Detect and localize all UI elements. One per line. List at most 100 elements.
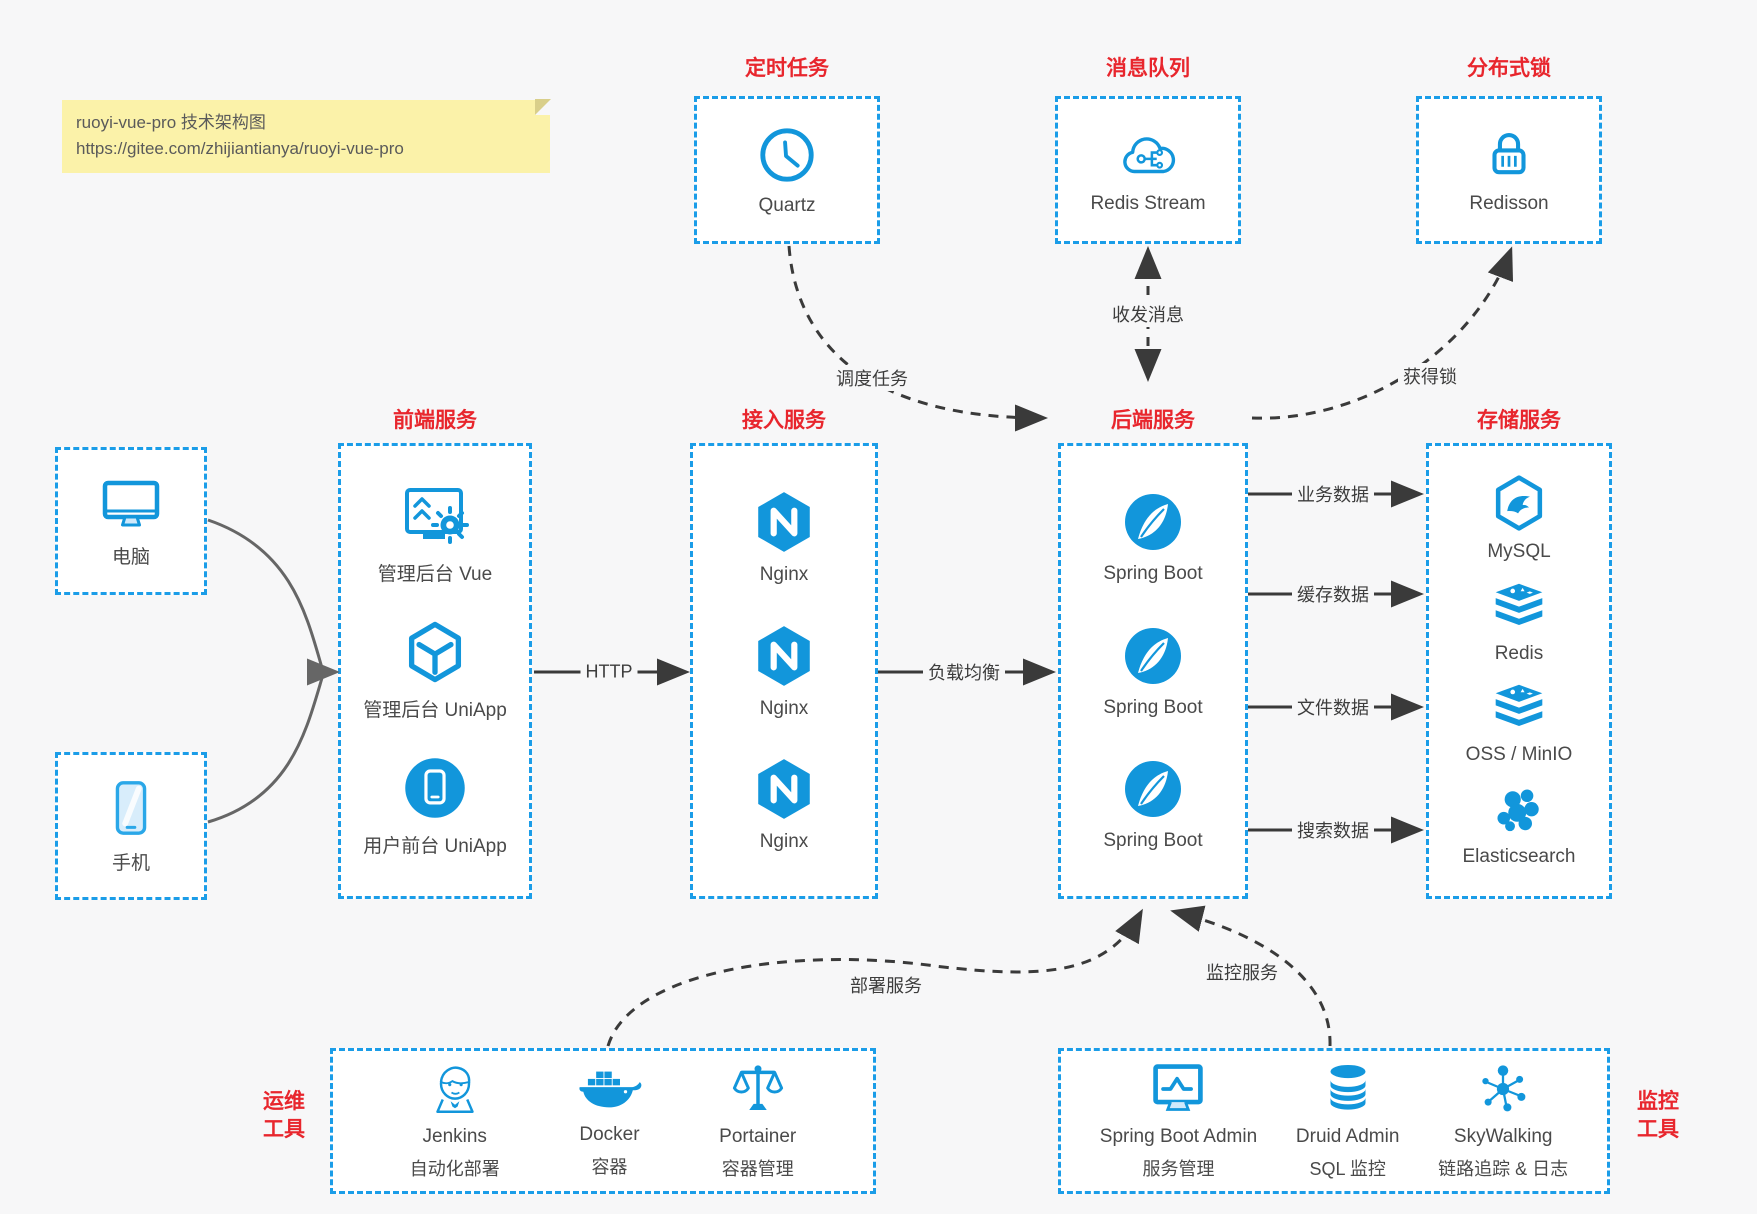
network-icon: [1482, 1065, 1526, 1112]
node-label: Spring Boot Admin: [1099, 1126, 1258, 1147]
box-monitor-tools[interactable]: Spring Boot Admin 服务管理 Druid Admin SQL 监…: [1058, 1048, 1610, 1194]
edge-label-message: 收发消息: [1107, 301, 1189, 327]
node-skywalking[interactable]: SkyWalking 链路追踪 & 日志: [1438, 1061, 1568, 1181]
node-label: Spring Boot: [1103, 696, 1203, 718]
edge-label-load-balance: 负载均衡: [923, 659, 1005, 685]
node-label: 电脑: [111, 547, 150, 568]
node-springboot-admin[interactable]: Spring Boot Admin 服务管理: [1100, 1061, 1257, 1181]
group-title-gateway: 接入服务: [742, 409, 826, 432]
node-label: Portainer: [719, 1126, 797, 1147]
admin-monitor-icon: [1153, 1064, 1204, 1111]
edge-label-deploy: 部署服务: [845, 972, 927, 998]
node-portainer[interactable]: Portainer 容器管理: [719, 1061, 796, 1181]
box-frontend[interactable]: 管理后台 Vue 管理后台 UniApp 用户前台 UniApp: [338, 443, 532, 899]
note-url: https://gitee.com/zhijiantianya/ruoyi-vu…: [76, 139, 404, 159]
group-title-backend: 后端服务: [1111, 409, 1195, 432]
node-label: SkyWalking: [1453, 1126, 1553, 1147]
node-redis[interactable]: Redis: [1490, 582, 1548, 665]
node-label: Redis: [1494, 642, 1544, 664]
spring-boot-icon: [1124, 627, 1181, 684]
edge-phone-frontend: [207, 677, 324, 824]
node-label: Redisson: [1469, 192, 1549, 214]
node-admin-uniapp[interactable]: 管理后台 UniApp: [363, 618, 507, 722]
node-sublabel: 服务管理: [1142, 1159, 1215, 1179]
node-label: Nginx: [759, 831, 809, 853]
edge-label-acquire-lock: 获得锁: [1398, 363, 1462, 389]
node-label: 管理后台 Vue: [377, 564, 493, 585]
note-title: ruoyi-vue-pro 技术架构图: [76, 113, 266, 132]
box-storage[interactable]: MySQL Redis: [1426, 443, 1612, 899]
admin-vue-icon: [404, 488, 469, 544]
node-label: Jenkins: [422, 1126, 487, 1147]
node-nginx-3[interactable]: Nginx: [751, 756, 817, 853]
box-quartz[interactable]: Quartz: [694, 96, 880, 244]
nginx-icon: [758, 625, 810, 686]
group-title-frontend: 前端服务: [393, 409, 477, 432]
node-sublabel: 容器: [591, 1157, 628, 1177]
spring-boot-icon: [1124, 494, 1181, 551]
redis-icon: [1495, 583, 1543, 625]
node-label: 用户前台 UniApp: [363, 836, 507, 857]
node-springboot-3[interactable]: Spring Boot: [1103, 757, 1203, 852]
node-label: MySQL: [1487, 541, 1551, 563]
jenkins-icon: [435, 1066, 474, 1113]
sticky-note: ruoyi-vue-pro 技术架构图 https://gitee.com/zh…: [62, 99, 551, 173]
box-phone[interactable]: 手机: [55, 752, 207, 900]
group-title-storage: 存储服务: [1477, 409, 1561, 432]
clock-icon: [760, 127, 814, 182]
node-label: Nginx: [759, 697, 809, 719]
node-nginx-1[interactable]: Nginx: [751, 489, 817, 586]
lock-icon: [1492, 132, 1526, 174]
node-label: Docker: [579, 1124, 640, 1145]
nginx-icon: [758, 759, 810, 820]
edge-label-cache-data: 缓存数据: [1292, 581, 1374, 607]
edge-schedule: [787, 245, 1048, 432]
box-gateway[interactable]: Nginx Nginx Nginx: [690, 443, 878, 899]
cube-icon: [408, 621, 462, 683]
edge-label-http: HTTP: [580, 661, 638, 683]
node-druid-admin[interactable]: Druid Admin SQL 监控: [1295, 1061, 1400, 1181]
mobile-app-icon: [405, 758, 465, 818]
node-computer[interactable]: 电脑: [98, 473, 164, 569]
box-backend[interactable]: Spring Boot Spring Boot Spring Boot: [1058, 443, 1248, 899]
box-redisson[interactable]: Redisson: [1416, 96, 1602, 244]
side-title-monitor: 监控 工具: [1626, 1088, 1690, 1145]
node-oss-minio[interactable]: OSS / MinIO: [1466, 683, 1572, 766]
node-user-uniapp[interactable]: 用户前台 UniApp: [363, 754, 507, 858]
node-label: Nginx: [759, 563, 809, 585]
node-docker[interactable]: Docker 容器: [576, 1063, 642, 1179]
box-redis-stream[interactable]: Redis Stream: [1055, 96, 1241, 244]
database-icon: [1330, 1064, 1366, 1110]
computer-icon: [102, 480, 160, 527]
side-title-monitor-line1: 监控: [1637, 1090, 1679, 1113]
edge-label-search-data: 搜索数据: [1292, 817, 1374, 843]
node-mysql[interactable]: MySQL: [1487, 474, 1551, 563]
group-title-distributed-lock: 分布式锁: [1467, 57, 1551, 80]
node-label: Druid Admin: [1295, 1126, 1400, 1147]
node-phone[interactable]: 手机: [103, 777, 159, 875]
box-computer[interactable]: 电脑: [55, 447, 207, 595]
node-redis-stream[interactable]: Redis Stream: [1090, 126, 1206, 215]
node-quartz[interactable]: Quartz: [756, 124, 818, 217]
node-nginx-2[interactable]: Nginx: [751, 623, 817, 720]
node-springboot-1[interactable]: Spring Boot: [1103, 490, 1203, 585]
node-sublabel: 容器管理: [721, 1159, 794, 1179]
node-springboot-2[interactable]: Spring Boot: [1103, 624, 1203, 719]
edge-label-file-data: 文件数据: [1292, 694, 1374, 720]
edge-label-business-data: 业务数据: [1292, 481, 1374, 507]
docker-icon: [579, 1071, 642, 1108]
node-sublabel: SQL 监控: [1309, 1159, 1386, 1179]
node-elasticsearch[interactable]: Elasticsearch: [1463, 785, 1576, 868]
edge-label-schedule: 调度任务: [831, 365, 913, 391]
group-title-message-queue: 消息队列: [1106, 57, 1190, 80]
node-label: Quartz: [758, 194, 816, 216]
node-jenkins[interactable]: Jenkins 自动化部署: [410, 1061, 500, 1181]
node-admin-vue[interactable]: 管理后台 Vue: [378, 484, 492, 586]
edge-acquire-lock: [1251, 246, 1514, 420]
box-ops-tools[interactable]: Jenkins 自动化部署 Docker 容器: [330, 1048, 876, 1194]
node-sublabel: 链路追踪 & 日志: [1438, 1159, 1569, 1179]
nginx-icon: [758, 491, 810, 552]
node-redisson[interactable]: Redisson: [1469, 126, 1549, 215]
side-title-monitor-line2: 工具: [1637, 1118, 1679, 1142]
